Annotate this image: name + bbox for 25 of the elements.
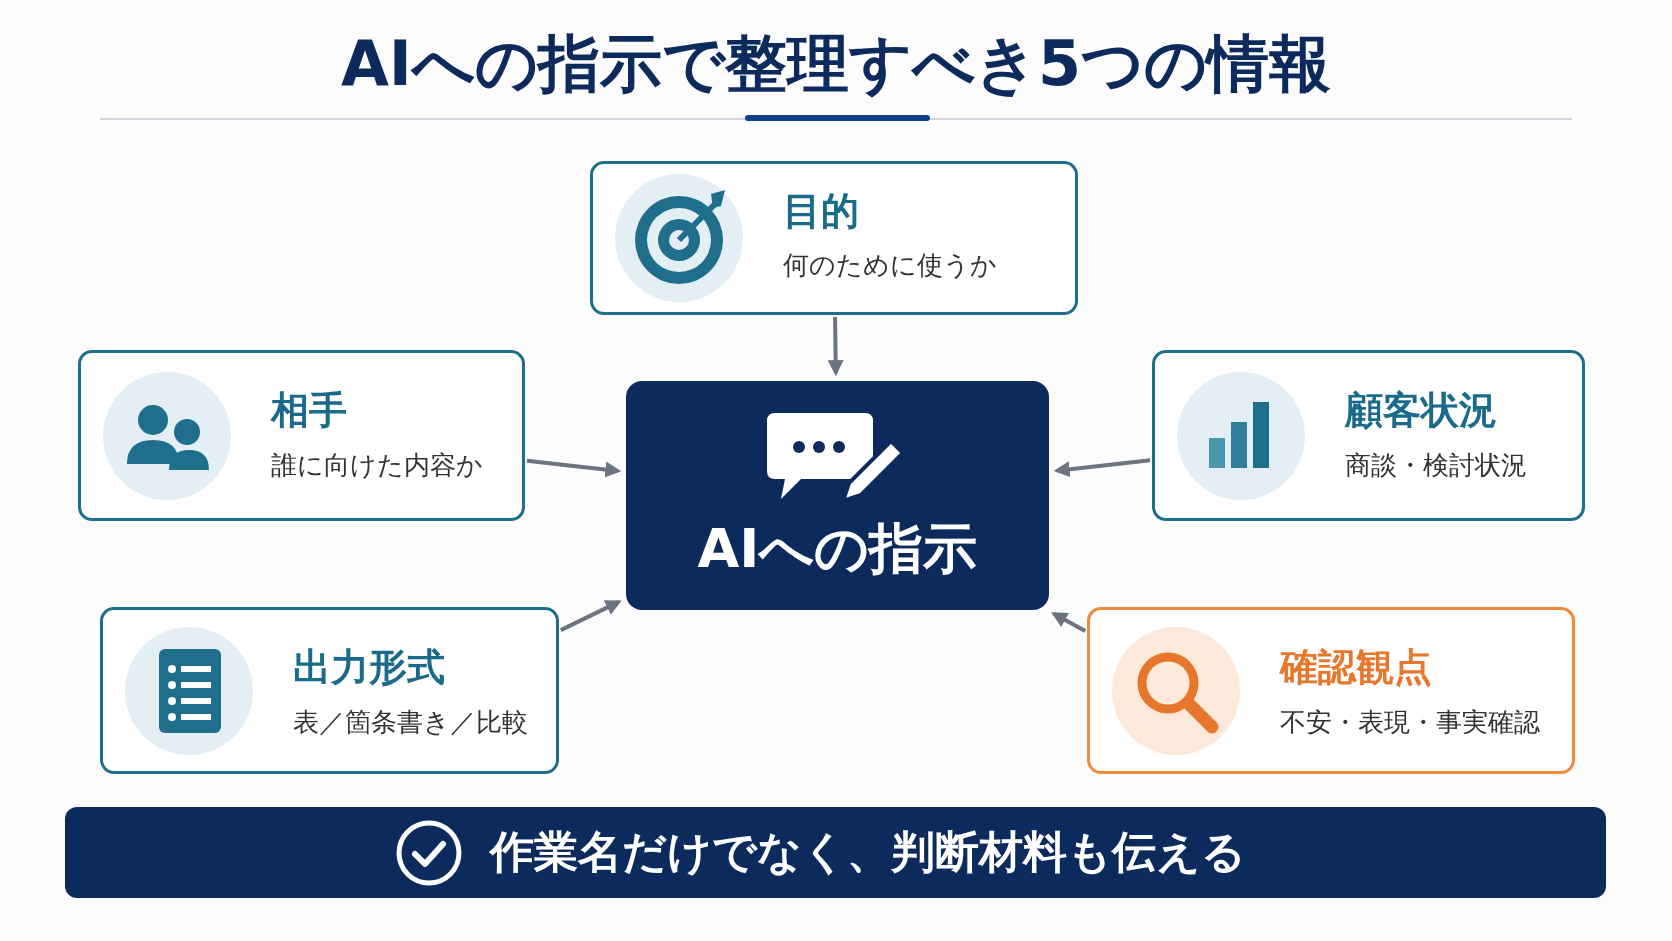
card-description: 商談・検討状況 [1345, 449, 1527, 482]
card-heading: 相手 [271, 387, 347, 434]
title: AIへの指示で整理すべき5つの情報 [339, 26, 1333, 102]
arrow [1051, 612, 1087, 633]
info-card [590, 161, 1078, 315]
card-heading: 目的 [783, 188, 859, 235]
arrow [559, 600, 622, 632]
card-heading: 顧客状況 [1345, 387, 1497, 434]
card-description: 誰に向けた内容か [271, 449, 483, 482]
info-card [1152, 350, 1585, 521]
card-description: 表／箇条書き／比較 [293, 706, 528, 739]
message-banner [65, 807, 1606, 898]
card-heading: 確認観点 [1280, 644, 1432, 691]
info-card [78, 350, 525, 521]
instruction-label: AIへの指示 [696, 516, 979, 582]
arrow [827, 316, 844, 377]
info-card [100, 607, 559, 774]
arrow [1053, 458, 1151, 478]
instruction-box [626, 381, 1049, 610]
card-heading: 出力形式 [293, 644, 445, 691]
arrow [526, 458, 622, 478]
banner-text: 作業名だけでなく、判断材料も伝える [490, 825, 1246, 879]
card-description: 不安・表現・事実確認 [1280, 706, 1540, 739]
info-card [1087, 607, 1575, 774]
card-description: 何のために使うか [783, 249, 997, 282]
